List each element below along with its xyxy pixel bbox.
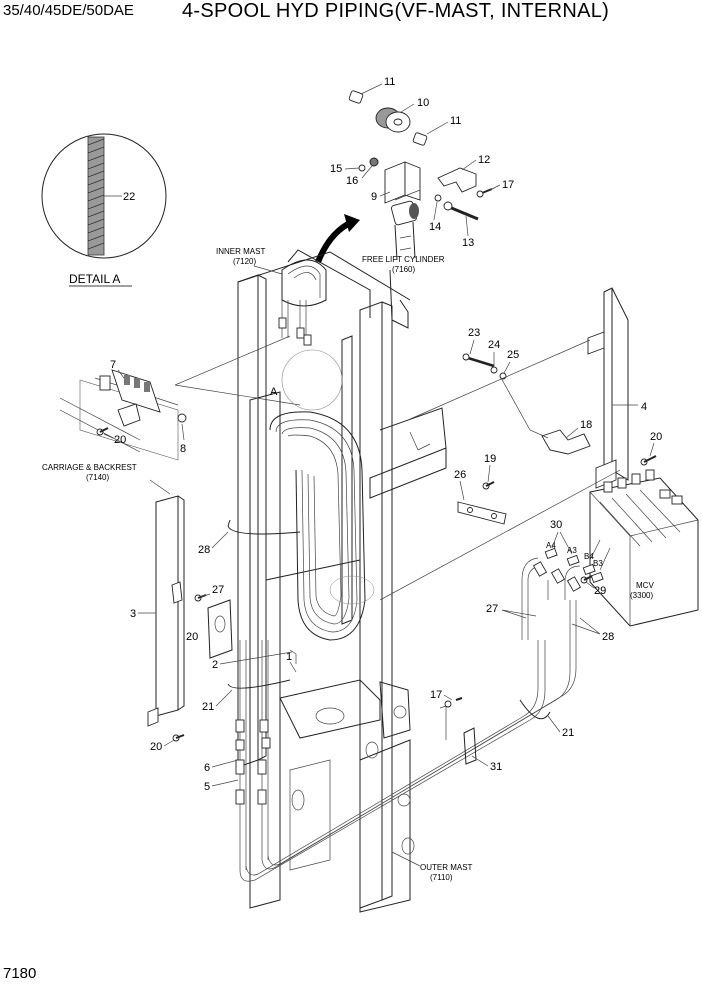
callout-25: 25: [507, 349, 519, 361]
port-a4: A4: [546, 541, 556, 550]
assembly-labels: INNER MAST (7120) FREE LIFT CYLINDER (71…: [42, 247, 654, 882]
port-a3: A3: [567, 546, 577, 555]
callout-2: 2: [212, 659, 218, 671]
callout-17a: 17: [502, 179, 514, 191]
label-free-lift-cylinder: FREE LIFT CYLINDER: [362, 255, 445, 264]
carriage-parts: [59, 369, 207, 742]
callout-14: 14: [429, 221, 441, 233]
label-free-lift-cylinder-code: (7160): [392, 265, 415, 274]
callout-9: 9: [371, 191, 377, 203]
callout-15: 15: [330, 163, 342, 175]
callout-22: 22: [123, 191, 135, 203]
callout-19: 19: [484, 453, 496, 465]
port-b4: B4: [584, 552, 594, 561]
callout-20c: 20: [150, 741, 162, 753]
callout-4: 4: [641, 401, 647, 413]
model-number: 35/40/45DE/50DAE: [3, 2, 134, 19]
callout-29: 29: [594, 585, 606, 597]
callout-6: 6: [204, 762, 210, 774]
page-title: 4-SPOOL HYD PIPING(VF-MAST, INTERNAL): [182, 0, 610, 22]
callout-12: 12: [478, 154, 490, 166]
callout-27b: 27: [486, 603, 498, 615]
callout-20b: 20: [650, 431, 662, 443]
port-labels: A4 A3 B4 B3: [546, 541, 603, 568]
mcv-valve: [589, 469, 699, 627]
callout-3: 3: [130, 608, 136, 620]
detail-marker-a: A: [270, 386, 278, 398]
right-side-parts: [379, 287, 699, 635]
callout-16: 16: [346, 175, 358, 187]
label-inner-mast: INNER MAST: [216, 247, 265, 256]
callout-10: 10: [417, 97, 429, 109]
callout-13: 13: [462, 237, 474, 249]
label-outer-mast: OUTER MAST: [420, 863, 473, 872]
label-carriage-backrest-code: (7140): [86, 473, 109, 482]
free-lift-cylinder-parts: [315, 83, 493, 264]
callouts: 1 2 3 4 5 6 7 8 9 10 11 11 12 13 14 15 1…: [103, 76, 662, 793]
callout-11b: 11: [450, 115, 461, 127]
callout-20d: 20: [186, 631, 198, 643]
callout-24: 24: [488, 339, 500, 351]
detail-a-title: DETAIL A: [69, 272, 120, 286]
mast-frames: A: [174, 249, 447, 913]
callout-18: 18: [580, 419, 592, 431]
callout-11a: 11: [384, 76, 395, 88]
callout-28a: 28: [198, 544, 210, 556]
callout-21b: 21: [562, 727, 574, 739]
callout-17b: 17: [430, 689, 442, 701]
callout-23: 23: [468, 327, 480, 339]
callout-20a: 20: [114, 434, 126, 446]
label-mcv: MCV: [636, 581, 654, 590]
detail-a: 22 DETAIL A: [41, 133, 167, 287]
callout-8: 8: [180, 443, 186, 455]
callout-5: 5: [204, 781, 210, 793]
label-outer-mast-code: (7110): [430, 873, 453, 882]
page-number: 7180: [3, 965, 37, 982]
hose-loops: [227, 259, 581, 882]
label-mcv-code: (3300): [630, 591, 653, 600]
callout-21a: 21: [202, 701, 214, 713]
label-carriage-backrest: CARRIAGE & BACKREST: [42, 463, 137, 472]
port-b3: B3: [593, 559, 603, 568]
callout-30: 30: [550, 519, 562, 531]
label-inner-mast-code: (7120): [233, 257, 256, 266]
callout-1: 1: [286, 651, 292, 663]
callout-27a: 27: [212, 584, 224, 596]
callout-28b: 28: [602, 631, 614, 643]
detail-a-circle: [41, 133, 167, 259]
callout-7: 7: [110, 359, 116, 371]
callout-31: 31: [490, 761, 502, 773]
callout-26: 26: [454, 469, 466, 481]
